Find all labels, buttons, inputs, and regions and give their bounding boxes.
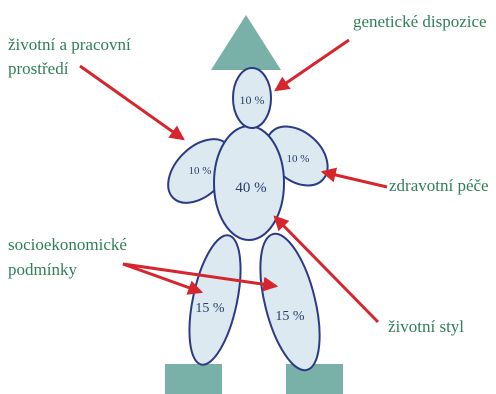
torso-percent: 40 % [235, 180, 266, 196]
label-socio-line1: socioekonomické [8, 235, 127, 254]
arrow-lifestyle [273, 215, 380, 324]
right-leg [259, 232, 321, 372]
label-environment-line2: prostředí [8, 59, 69, 78]
left-foot [165, 364, 222, 394]
left-arm-percent: 10 % [189, 165, 212, 177]
left-leg-percent: 15 % [195, 301, 225, 316]
label-healthcare: zdravotní péče [389, 176, 489, 195]
right-foot [286, 364, 343, 394]
arrow-socio-right [122, 262, 279, 292]
label-genetic: genetické dispozice [353, 12, 487, 31]
arrow-socio-left [122, 262, 204, 295]
head-percent: 10 % [240, 93, 265, 107]
label-environment-line1: životní a pracovní [8, 35, 131, 54]
arrow-environment [79, 64, 185, 141]
genetic-triangle [211, 15, 281, 70]
arrow-healthcare [320, 167, 388, 189]
label-lifestyle: životní styl [388, 317, 465, 336]
right-arm-percent: 10 % [287, 153, 310, 165]
arrow-genetic [274, 38, 350, 92]
right-leg-percent: 15 % [275, 309, 305, 324]
head [232, 67, 272, 129]
left-leg [188, 234, 242, 366]
label-socio-line2: podmínky [8, 260, 77, 279]
